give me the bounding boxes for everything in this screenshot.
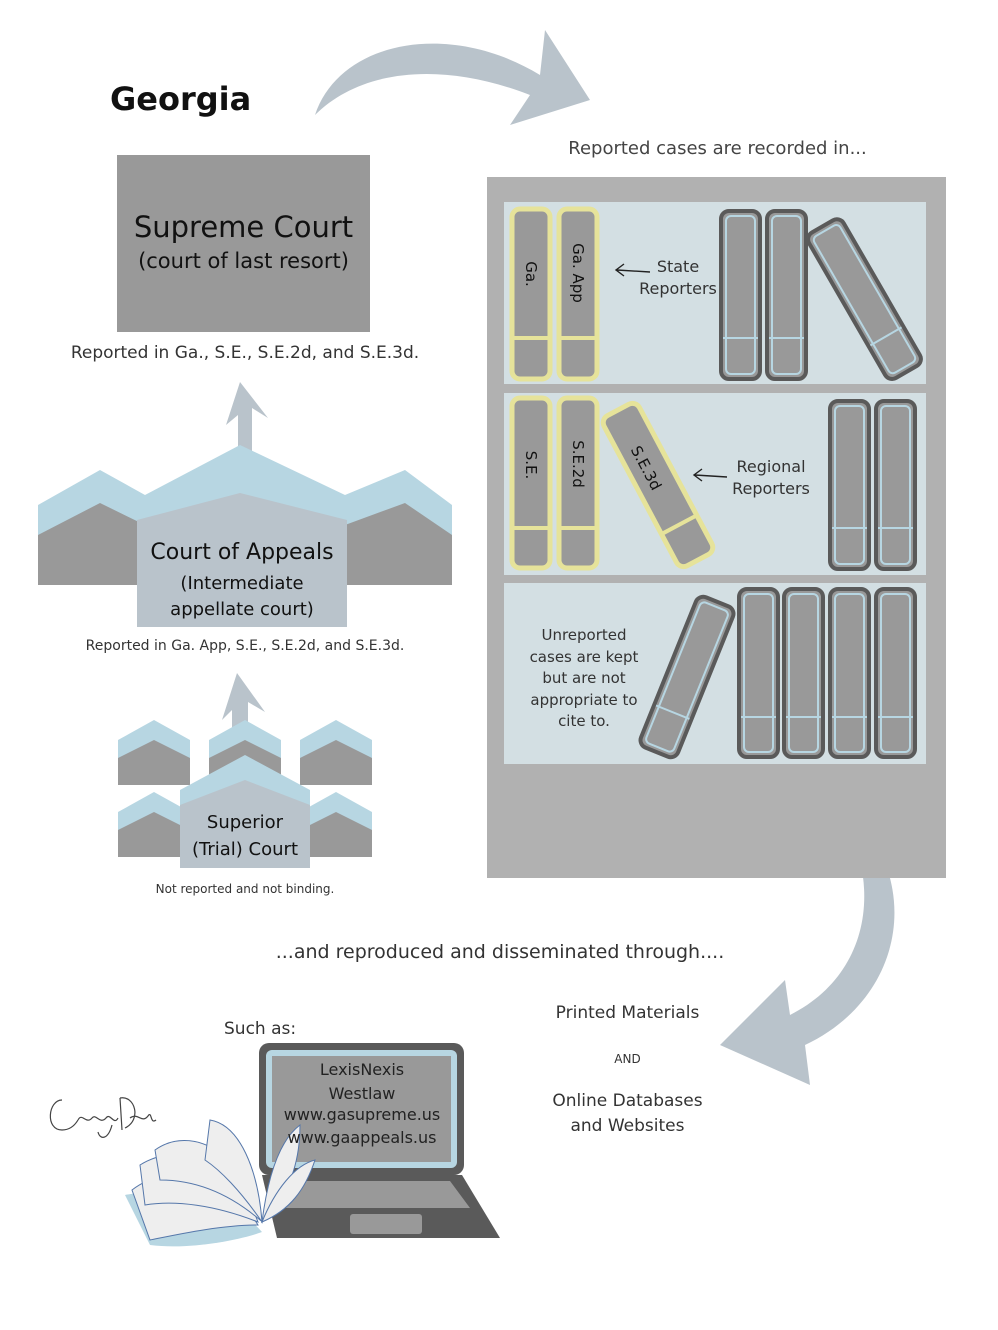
superior-court-label: Superior <box>206 812 284 833</box>
state-reporters-note: State Reporters <box>639 257 717 298</box>
websites-label: and Websites <box>570 1116 685 1136</box>
laptop-line-gaappeals: www.gaappeals.us <box>287 1128 437 1147</box>
reproduced-caption: ...and reproduced and disseminated throu… <box>275 941 725 963</box>
shelf-1-gray-books <box>719 209 923 381</box>
laptop-line-gasupreme: www.gasupreme.us <box>283 1105 441 1124</box>
open-book-icon <box>125 1119 316 1247</box>
appeals-court-label: Court of Appeals <box>150 540 334 565</box>
supreme-court-caption: Reported in Ga., S.E., S.E.2d, and S.E.3… <box>70 343 420 363</box>
supreme-court-sublabel: (court of last resort) <box>138 249 349 273</box>
appeals-court-sublabel-1: (Intermediate <box>180 573 304 594</box>
regional-books <box>509 395 716 571</box>
page-title: Georgia <box>110 80 252 118</box>
laptop-icon <box>259 1043 500 1238</box>
curved-arrow-top <box>315 30 590 125</box>
superior-court-caption: Not reported and not binding. <box>155 882 335 896</box>
supreme-court-box <box>117 155 370 332</box>
book-spine-se: S.E. <box>522 450 540 480</box>
appeals-court-caption: Reported in Ga. App, S.E., S.E.2d, and S… <box>85 638 405 654</box>
laptop-line-westlaw: Westlaw <box>328 1084 396 1103</box>
superior-court-sublabel: (Trial) Court <box>192 839 298 860</box>
unreported-cases-note: Unreported cases are kept but are not ap… <box>529 626 639 730</box>
and-label: AND <box>614 1052 641 1066</box>
bookshelf-caption: Reported cases are recorded in... <box>568 138 867 159</box>
book-spine-se2d: S.E.2d <box>569 440 587 488</box>
book-spine-ga: Ga. <box>522 261 540 287</box>
book-spine-ga-app: Ga. App <box>569 243 587 303</box>
shelf-2-gray-books <box>828 399 917 571</box>
arrow-state <box>614 263 651 277</box>
up-arrow-supreme <box>226 382 268 478</box>
superior-courthouses <box>118 720 372 868</box>
curved-arrow-right <box>720 855 895 1085</box>
state-books <box>509 206 600 382</box>
printed-materials-label: Printed Materials <box>555 1003 700 1023</box>
arrow-regional <box>692 468 728 482</box>
laptop-line-lexisnexis: LexisNexis <box>319 1060 405 1079</box>
appeals-court-sublabel-2: appellate court) <box>170 599 314 620</box>
supreme-court-label: Supreme Court <box>133 210 354 244</box>
signature-logo <box>49 1097 157 1138</box>
appeals-courthouse <box>38 445 452 627</box>
regional-reporters-note: Regional Reporters <box>732 457 810 498</box>
shelf-3-gray-books <box>638 587 917 760</box>
online-databases-label: Online Databases <box>552 1091 703 1111</box>
such-as-label: Such as: <box>224 1019 297 1039</box>
